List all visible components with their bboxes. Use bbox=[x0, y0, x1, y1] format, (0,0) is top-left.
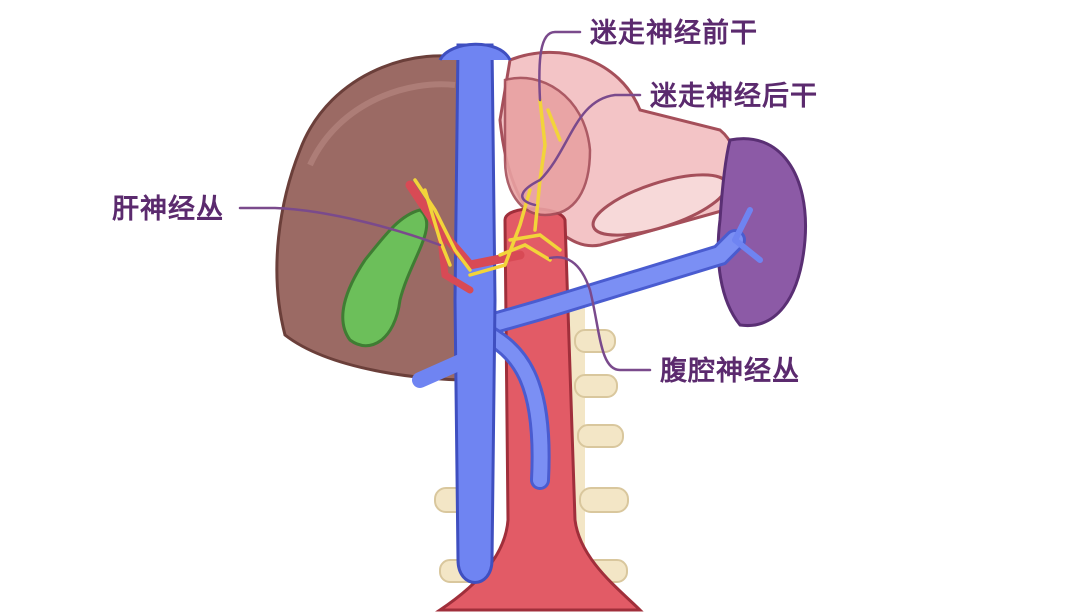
leader-celiac-plexus bbox=[548, 256, 652, 372]
label-celiac-plexus: 腹腔神经丛 bbox=[659, 355, 800, 387]
vertebra bbox=[574, 329, 616, 353]
spleen bbox=[716, 137, 808, 328]
leader-vagus-posterior bbox=[521, 93, 642, 207]
vertebra bbox=[577, 424, 624, 448]
label-vagus-anterior: 迷走神经前干 bbox=[590, 17, 758, 49]
leader-hepatic-plexus bbox=[238, 206, 442, 247]
label-vagus-posterior: 迷走神经后干 bbox=[650, 80, 818, 112]
vertebra bbox=[579, 487, 629, 513]
gallbladder bbox=[341, 208, 429, 348]
nerve-network bbox=[413, 98, 562, 277]
esophagus bbox=[503, 76, 592, 217]
vena-cava bbox=[453, 43, 497, 584]
label-hepatic-plexus: 肝神经丛 bbox=[112, 193, 224, 225]
vertebra bbox=[574, 374, 618, 398]
leader-vagus-anterior bbox=[538, 30, 582, 102]
